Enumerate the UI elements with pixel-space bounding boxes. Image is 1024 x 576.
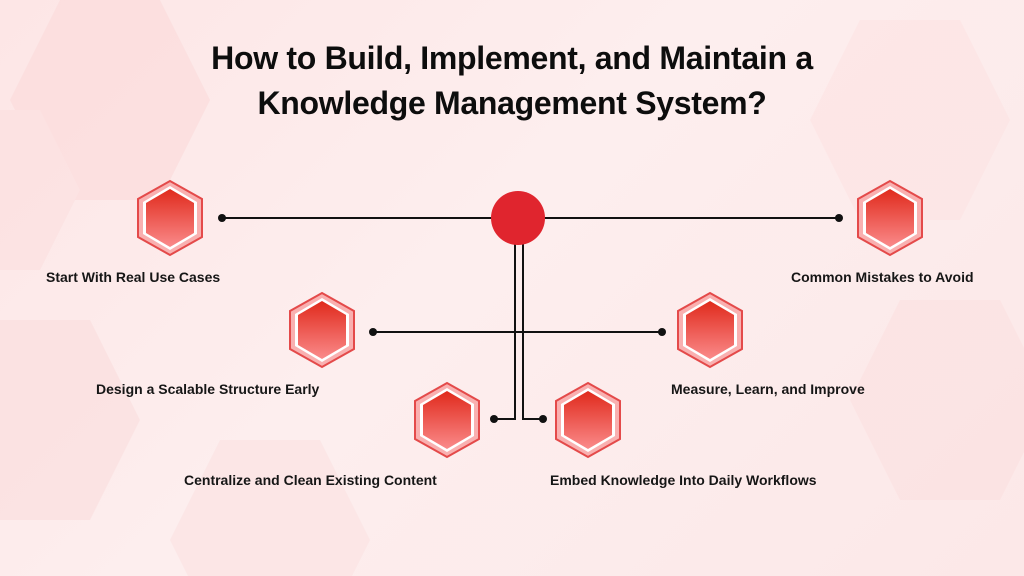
- hexagon-icon: [857, 179, 923, 257]
- hexagon-icon: [137, 179, 203, 257]
- title-line-1: How to Build, Implement, and Maintain a: [211, 40, 813, 76]
- node-label-centralize-clean-content: Centralize and Clean Existing Content: [184, 472, 437, 488]
- hexagon-icon: [677, 291, 743, 369]
- title-line-2: Knowledge Management System?: [257, 85, 767, 121]
- node-label-start-with-real-use-cases: Start With Real Use Cases: [46, 269, 221, 285]
- hub-circle: [491, 191, 545, 245]
- hexagon-icon: [555, 381, 621, 459]
- hexagon-icon: [289, 291, 355, 369]
- node-label-common-mistakes: Common Mistakes to Avoid: [791, 269, 974, 285]
- node-label-embed-knowledge: Embed Knowledge Into Daily Workflows: [550, 472, 817, 488]
- hexagon-icon: [414, 381, 480, 459]
- node-label-measure-learn-improve: Measure, Learn, and Improve: [671, 381, 865, 397]
- page-title: How to Build, Implement, and Maintain a …: [0, 36, 1024, 126]
- node-label-design-scalable-structure: Design a Scalable Structure Early: [96, 381, 320, 397]
